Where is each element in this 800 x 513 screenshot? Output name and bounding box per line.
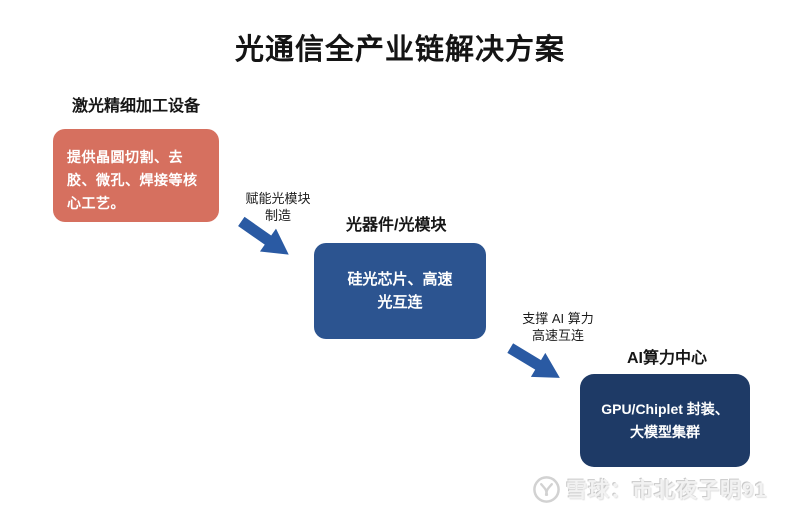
- stage3-box-text-line1: GPU/Chiplet 封装、: [601, 400, 729, 417]
- arrow1-label-line2: 制造: [264, 208, 291, 223]
- stage3-label: AI算力中心: [627, 350, 708, 367]
- arrow1-label-line1: 赋能光模块: [245, 191, 311, 206]
- stage1-box-text: 提供晶圆切割、去胶、微孔、焊接等核心工艺。: [67, 149, 198, 211]
- stage1-box: 提供晶圆切割、去胶、微孔、焊接等核心工艺。: [53, 129, 219, 222]
- snowball-logo-icon: [533, 475, 560, 503]
- stage2-box-text-line1: 硅光芯片、高速: [347, 271, 453, 288]
- watermark: 雪球：市北夜子明91: [532, 474, 767, 504]
- arrow1-label: 赋能光模块 制造: [228, 190, 328, 224]
- stage2-box: 硅光芯片、高速 光互连: [314, 243, 486, 339]
- stage3-box-text-line2: 大模型集群: [630, 423, 700, 440]
- watermark-text: 雪球：市北夜子明91: [566, 479, 768, 502]
- arrow-right-down-icon: [503, 336, 567, 390]
- page-title: 光通信全产业链解决方案: [234, 34, 565, 66]
- arrow2-label: 支撑 AI 算力 高速互连: [503, 310, 613, 344]
- stage2-box-text-line2: 光互连: [377, 294, 423, 311]
- arrow2-label-line1: 支撑 AI 算力: [522, 311, 594, 326]
- arrow2-label-line2: 高速互连: [531, 328, 584, 343]
- stage1-label: 激光精细加工设备: [72, 98, 201, 115]
- arrow-right-down-icon: [233, 210, 297, 266]
- stage2-label: 光器件/光模块: [346, 217, 447, 234]
- stage3-box: GPU/Chiplet 封装、 大模型集群: [580, 374, 750, 467]
